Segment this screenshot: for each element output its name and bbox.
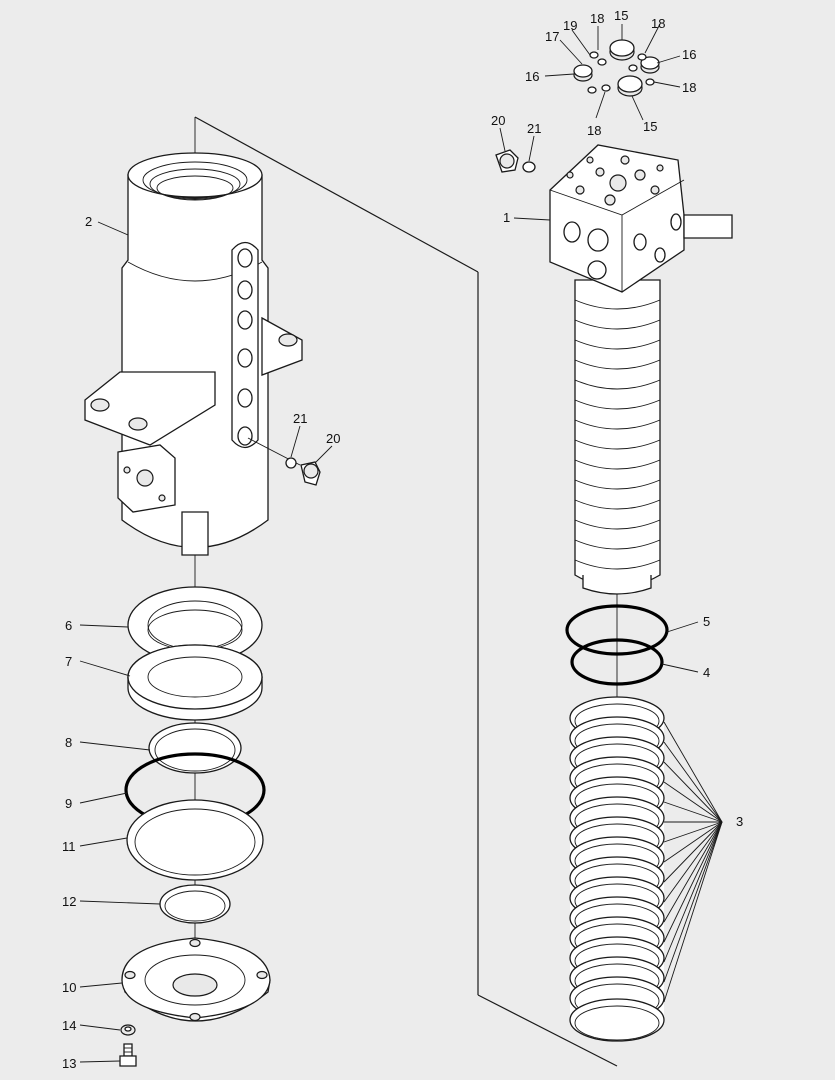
callout-19: 19 (563, 18, 577, 33)
o-ring-12 (159, 884, 231, 924)
callout-15-top: 15 (614, 8, 628, 23)
callout-10: 10 (62, 980, 76, 995)
swivel-rotor (549, 144, 733, 595)
callout-20-left: 20 (326, 431, 340, 446)
callout-18-bottom: 18 (587, 123, 601, 138)
restrictor-plug-cluster (573, 39, 660, 97)
washer-14 (120, 1024, 136, 1036)
callout-21-left: 21 (293, 411, 307, 426)
housing-plug-set (285, 457, 321, 486)
callout-labels: 2 6 7 8 9 11 12 10 14 13 21 20 1 20 21 5… (62, 8, 743, 1071)
leader-lines (79, 23, 723, 1063)
swivel-housing (84, 152, 303, 556)
callout-11: 11 (62, 839, 76, 854)
callout-7: 7 (65, 654, 72, 669)
callout-15-bottom: 15 (643, 119, 657, 134)
seal-ring-11 (126, 799, 264, 881)
o-ring-4 (570, 638, 664, 686)
rotor-plug-set (495, 149, 536, 173)
callout-5: 5 (703, 614, 710, 629)
o-ring-8 (148, 722, 242, 774)
callout-8: 8 (65, 735, 72, 750)
callout-14: 14 (62, 1018, 76, 1033)
callout-2: 2 (85, 214, 92, 229)
callout-18-top-right: 18 (651, 16, 665, 31)
callout-1: 1 (503, 210, 510, 225)
callout-4: 4 (703, 665, 710, 680)
callout-16-right: 16 (682, 47, 696, 62)
thrust-plate-7 (127, 644, 263, 721)
callout-9: 9 (65, 796, 72, 811)
callout-18-top-left: 18 (590, 11, 604, 26)
callout-6: 6 (65, 618, 72, 633)
callout-21-right: 21 (527, 121, 541, 136)
cover-plate-10 (121, 937, 271, 1022)
bolt-13 (119, 1043, 137, 1067)
callout-12: 12 (62, 894, 76, 909)
callout-18-right: 18 (682, 80, 696, 95)
callout-3: 3 (736, 814, 743, 829)
o-ring-5 (565, 604, 669, 656)
callout-16-left: 16 (525, 69, 539, 84)
callout-13: 13 (62, 1056, 76, 1071)
callout-17: 17 (545, 29, 559, 44)
callout-20-right: 20 (491, 113, 505, 128)
seal-ring-stack-3 (569, 696, 665, 1042)
